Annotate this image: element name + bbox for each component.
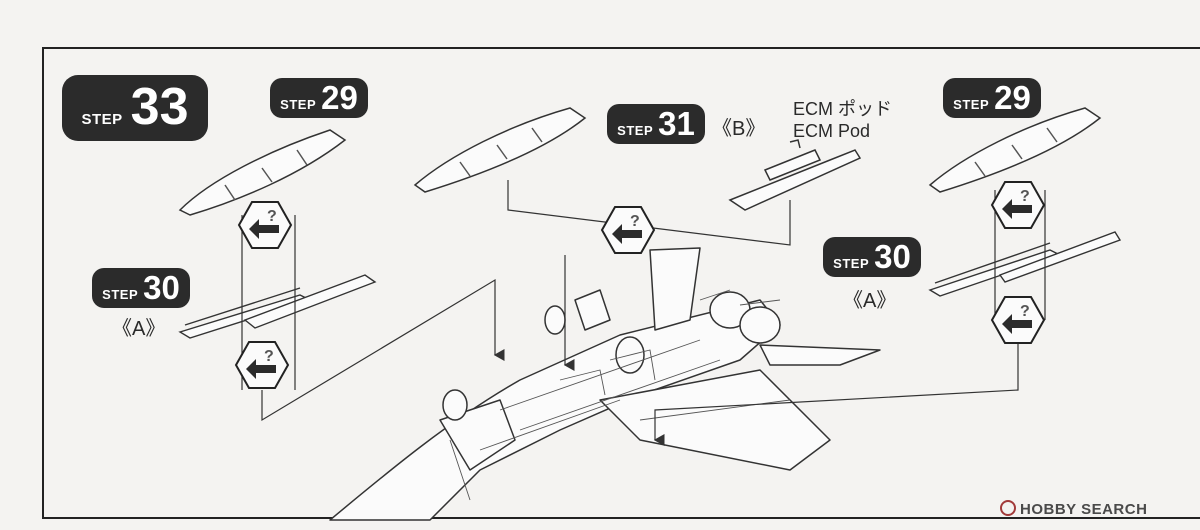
hexagon-swap-icon: ? bbox=[237, 201, 293, 249]
fuel-tank-center bbox=[413, 107, 587, 193]
svg-text:?: ? bbox=[1020, 188, 1030, 205]
step-word: STEP bbox=[953, 97, 990, 112]
aircraft-panel-lines bbox=[449, 289, 791, 501]
main-step-badge: STEP 33 bbox=[62, 75, 208, 141]
step-word: STEP bbox=[280, 97, 317, 112]
step-number: 31 bbox=[658, 105, 695, 142]
ecm-pod bbox=[728, 139, 862, 211]
step-badge-31: STEP 31 bbox=[607, 104, 705, 144]
hexagon-swap-icon: ? bbox=[990, 296, 1046, 344]
step-word: STEP bbox=[102, 287, 139, 302]
fuel-tank-left bbox=[178, 129, 347, 216]
svg-text:?: ? bbox=[630, 213, 640, 230]
aircraft-outline bbox=[329, 247, 881, 521]
step-badge-29-right: STEP 29 bbox=[943, 78, 1041, 118]
ecm-pod-label: ECM ポッド ECM Pod bbox=[793, 98, 892, 142]
main-step-number: 33 bbox=[130, 78, 189, 136]
svg-text:?: ? bbox=[264, 348, 274, 365]
step-badge-30-left: STEP 30 bbox=[92, 268, 190, 308]
rail-left bbox=[178, 274, 377, 339]
main-step-word: STEP bbox=[81, 111, 123, 128]
step-number: 29 bbox=[321, 79, 358, 116]
step-number: 30 bbox=[874, 238, 911, 275]
ecm-pod-label-japanese: ECM ポッド bbox=[793, 99, 892, 119]
step-number: 30 bbox=[143, 269, 180, 306]
fuel-tank-right bbox=[928, 107, 1102, 193]
watermark-logo-icon bbox=[1000, 500, 1016, 516]
step-badge-29-left: STEP 29 bbox=[270, 78, 368, 118]
watermark: HOBBY SEARCH bbox=[1020, 501, 1148, 518]
variant-label-a-right: 《A》 bbox=[843, 290, 897, 312]
hexagon-swap-icon: ? bbox=[990, 181, 1046, 229]
rail-right bbox=[928, 231, 1122, 297]
svg-text:?: ? bbox=[1020, 303, 1030, 320]
hexagon-swap-icon: ? bbox=[234, 341, 290, 389]
svg-text:?: ? bbox=[267, 208, 277, 225]
frame-border bbox=[42, 47, 1200, 519]
hexagon-swap-icon: ? bbox=[600, 206, 656, 254]
variant-label-a-left: 《A》 bbox=[112, 318, 166, 340]
ecm-pod-label-english: ECM Pod bbox=[793, 121, 871, 141]
step-number: 29 bbox=[994, 79, 1031, 116]
step-word: STEP bbox=[617, 123, 654, 138]
step-badge-30-right: STEP 30 bbox=[823, 237, 921, 277]
variant-label-b: 《B》 bbox=[712, 118, 766, 140]
step-word: STEP bbox=[833, 256, 870, 271]
